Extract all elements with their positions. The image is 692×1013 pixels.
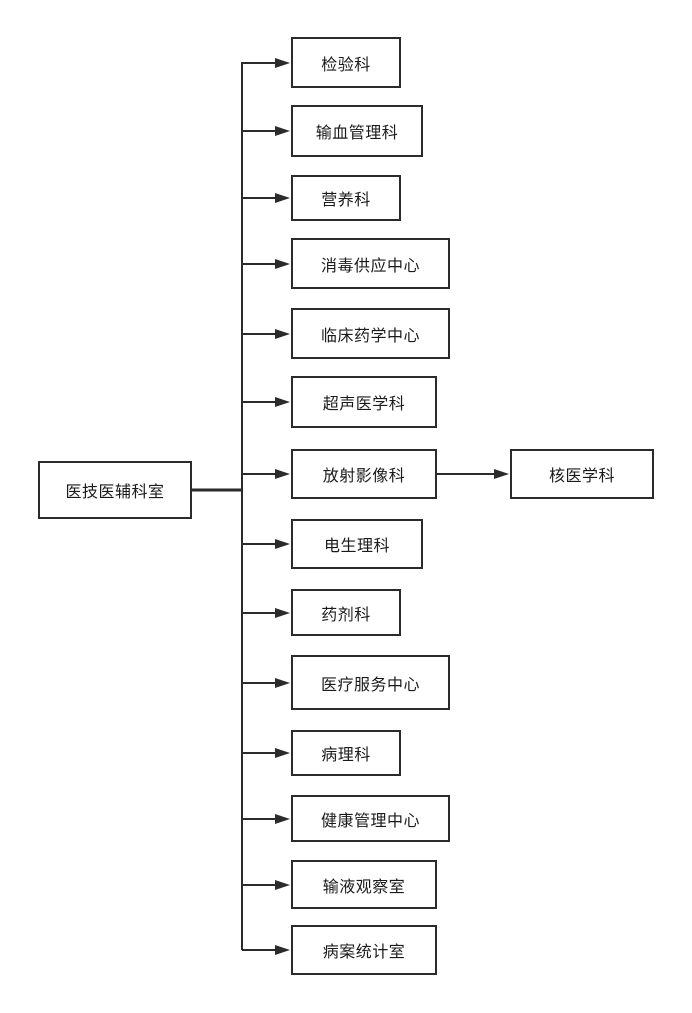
arrow-to-node-health-management-head (275, 814, 290, 824)
arrow-to-node-infusion-observation-head (275, 880, 290, 890)
node-electrophysiology: 电生理科 (291, 519, 423, 569)
arrow-to-node-health-management (242, 814, 290, 824)
node-nutrition: 营养科 (291, 175, 401, 221)
node-lab: 检验科 (291, 37, 401, 88)
arrow-to-node-clinical-pharmacy-head (275, 329, 290, 339)
arrow-to-node-pathology-head (275, 748, 290, 758)
arrow-to-node-lab-head (275, 58, 290, 68)
arrow-to-node-radiology-head (275, 469, 290, 479)
branch-arrows (242, 58, 509, 955)
node-medical-records: 病案统计室 (291, 925, 437, 975)
node-sterile-supply: 消毒供应中心 (291, 238, 450, 289)
node-nuclear-medicine: 核医学科 (510, 449, 654, 499)
arrow-to-node-pharmacy (242, 608, 290, 618)
node-medical-service: 医疗服务中心 (291, 655, 450, 710)
arrow-to-node-sterile-supply-head (275, 259, 290, 269)
arrow-to-node-electrophysiology-head (275, 539, 290, 549)
arrow-to-node-sterile-supply (242, 259, 290, 269)
arrow-to-node-infusion-observation (242, 880, 290, 890)
node-ultrasound: 超声医学科 (291, 376, 437, 428)
node-blood-transfusion: 输血管理科 (291, 105, 423, 157)
node-radiology: 放射影像科 (291, 449, 437, 499)
arrow-to-node-clinical-pharmacy (242, 329, 290, 339)
arrow-to-node-nutrition-head (275, 193, 290, 203)
arrow-to-node-radiology (242, 469, 290, 479)
root-node: 医技医辅科室 (38, 461, 192, 519)
node-health-management: 健康管理中心 (291, 795, 450, 842)
arrow-to-node-blood-transfusion (242, 126, 290, 136)
arrow-to-node-medical-service (242, 678, 290, 688)
arrow-to-node-nutrition (242, 193, 290, 203)
node-infusion-observation: 输液观察室 (291, 860, 437, 909)
arrow-radiology-to-nuclear-head (494, 469, 509, 479)
node-pharmacy: 药剂科 (291, 589, 401, 636)
arrow-to-node-blood-transfusion-head (275, 126, 290, 136)
arrow-to-node-pathology (242, 748, 290, 758)
arrow-to-node-medical-records-head (275, 945, 290, 955)
node-clinical-pharmacy: 临床药学中心 (291, 308, 450, 359)
arrow-to-node-ultrasound (242, 397, 290, 407)
arrow-to-node-pharmacy-head (275, 608, 290, 618)
arrow-radiology-to-nuclear (437, 469, 509, 479)
arrow-to-node-medical-service-head (275, 678, 290, 688)
arrow-to-node-electrophysiology (242, 539, 290, 549)
arrow-to-node-ultrasound-head (275, 397, 290, 407)
arrow-to-node-lab (242, 58, 290, 68)
node-pathology: 病理科 (291, 730, 401, 776)
arrow-to-node-medical-records (242, 945, 290, 955)
